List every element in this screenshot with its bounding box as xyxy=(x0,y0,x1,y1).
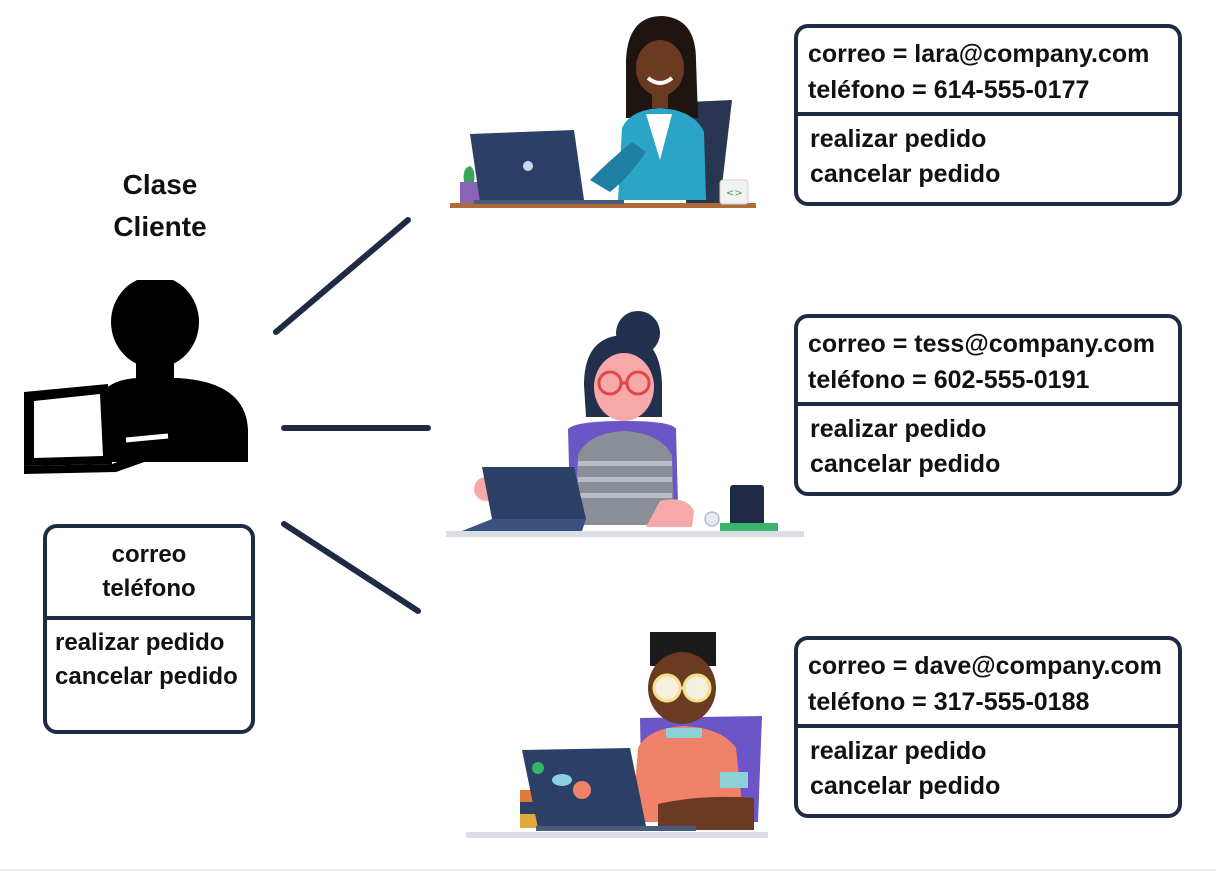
instance-method-place-order: realizar pedido xyxy=(810,415,987,443)
instance-phone: teléfono = 614-555-0177 xyxy=(808,76,1090,104)
man-at-laptop-illustration xyxy=(466,632,768,838)
connector-1 xyxy=(273,217,411,335)
woman-at-laptop-illustration: <> xyxy=(450,16,756,208)
instance-method-cancel-order: cancelar pedido xyxy=(810,450,1001,478)
class-methods: realizar pedido cancelar pedido xyxy=(47,620,251,694)
instance-attributes: correo = dave@company.com teléfono = 317… xyxy=(798,640,1178,728)
instance-box-lara: correo = lara@company.com teléfono = 614… xyxy=(794,24,1182,206)
instance-email: correo = lara@company.com xyxy=(808,40,1150,68)
class-title-line-2: Cliente xyxy=(113,211,207,242)
instance-methods: realizar pedido cancelar pedido xyxy=(798,728,1178,804)
class-box: correo teléfono realizar pedido cancelar… xyxy=(43,524,255,734)
class-title: Clase Cliente xyxy=(80,164,240,248)
instance-method-cancel-order: cancelar pedido xyxy=(810,160,1001,188)
class-title-line-1: Clase xyxy=(122,169,198,200)
class-attribute-email: correo xyxy=(111,541,187,568)
connector-3 xyxy=(281,521,421,614)
person-with-laptop-silhouette-icon xyxy=(24,280,248,480)
instance-email: correo = tess@company.com xyxy=(808,330,1155,358)
instance-attributes: correo = tess@company.com teléfono = 602… xyxy=(798,318,1178,406)
instance-attributes: correo = lara@company.com teléfono = 614… xyxy=(798,28,1178,116)
instance-email: correo = dave@company.com xyxy=(808,652,1162,680)
class-method-cancel-order: cancelar pedido xyxy=(55,663,238,690)
instance-phone: teléfono = 317-555-0188 xyxy=(808,688,1090,716)
bottom-divider xyxy=(0,869,1216,871)
woman-with-tablet-illustration xyxy=(446,311,804,537)
instance-method-place-order: realizar pedido xyxy=(810,125,987,153)
class-attribute-phone: teléfono xyxy=(102,575,196,602)
svg-text:<>: <> xyxy=(726,188,743,199)
class-method-place-order: realizar pedido xyxy=(55,629,225,656)
instance-methods: realizar pedido cancelar pedido xyxy=(798,406,1178,482)
instance-phone: teléfono = 602-555-0191 xyxy=(808,366,1090,394)
instance-methods: realizar pedido cancelar pedido xyxy=(798,116,1178,192)
instance-method-place-order: realizar pedido xyxy=(810,737,987,765)
instance-box-tess: correo = tess@company.com teléfono = 602… xyxy=(794,314,1182,496)
instance-box-dave: correo = dave@company.com teléfono = 317… xyxy=(794,636,1182,818)
instance-method-cancel-order: cancelar pedido xyxy=(810,772,1001,800)
class-attributes: correo teléfono xyxy=(47,528,251,620)
